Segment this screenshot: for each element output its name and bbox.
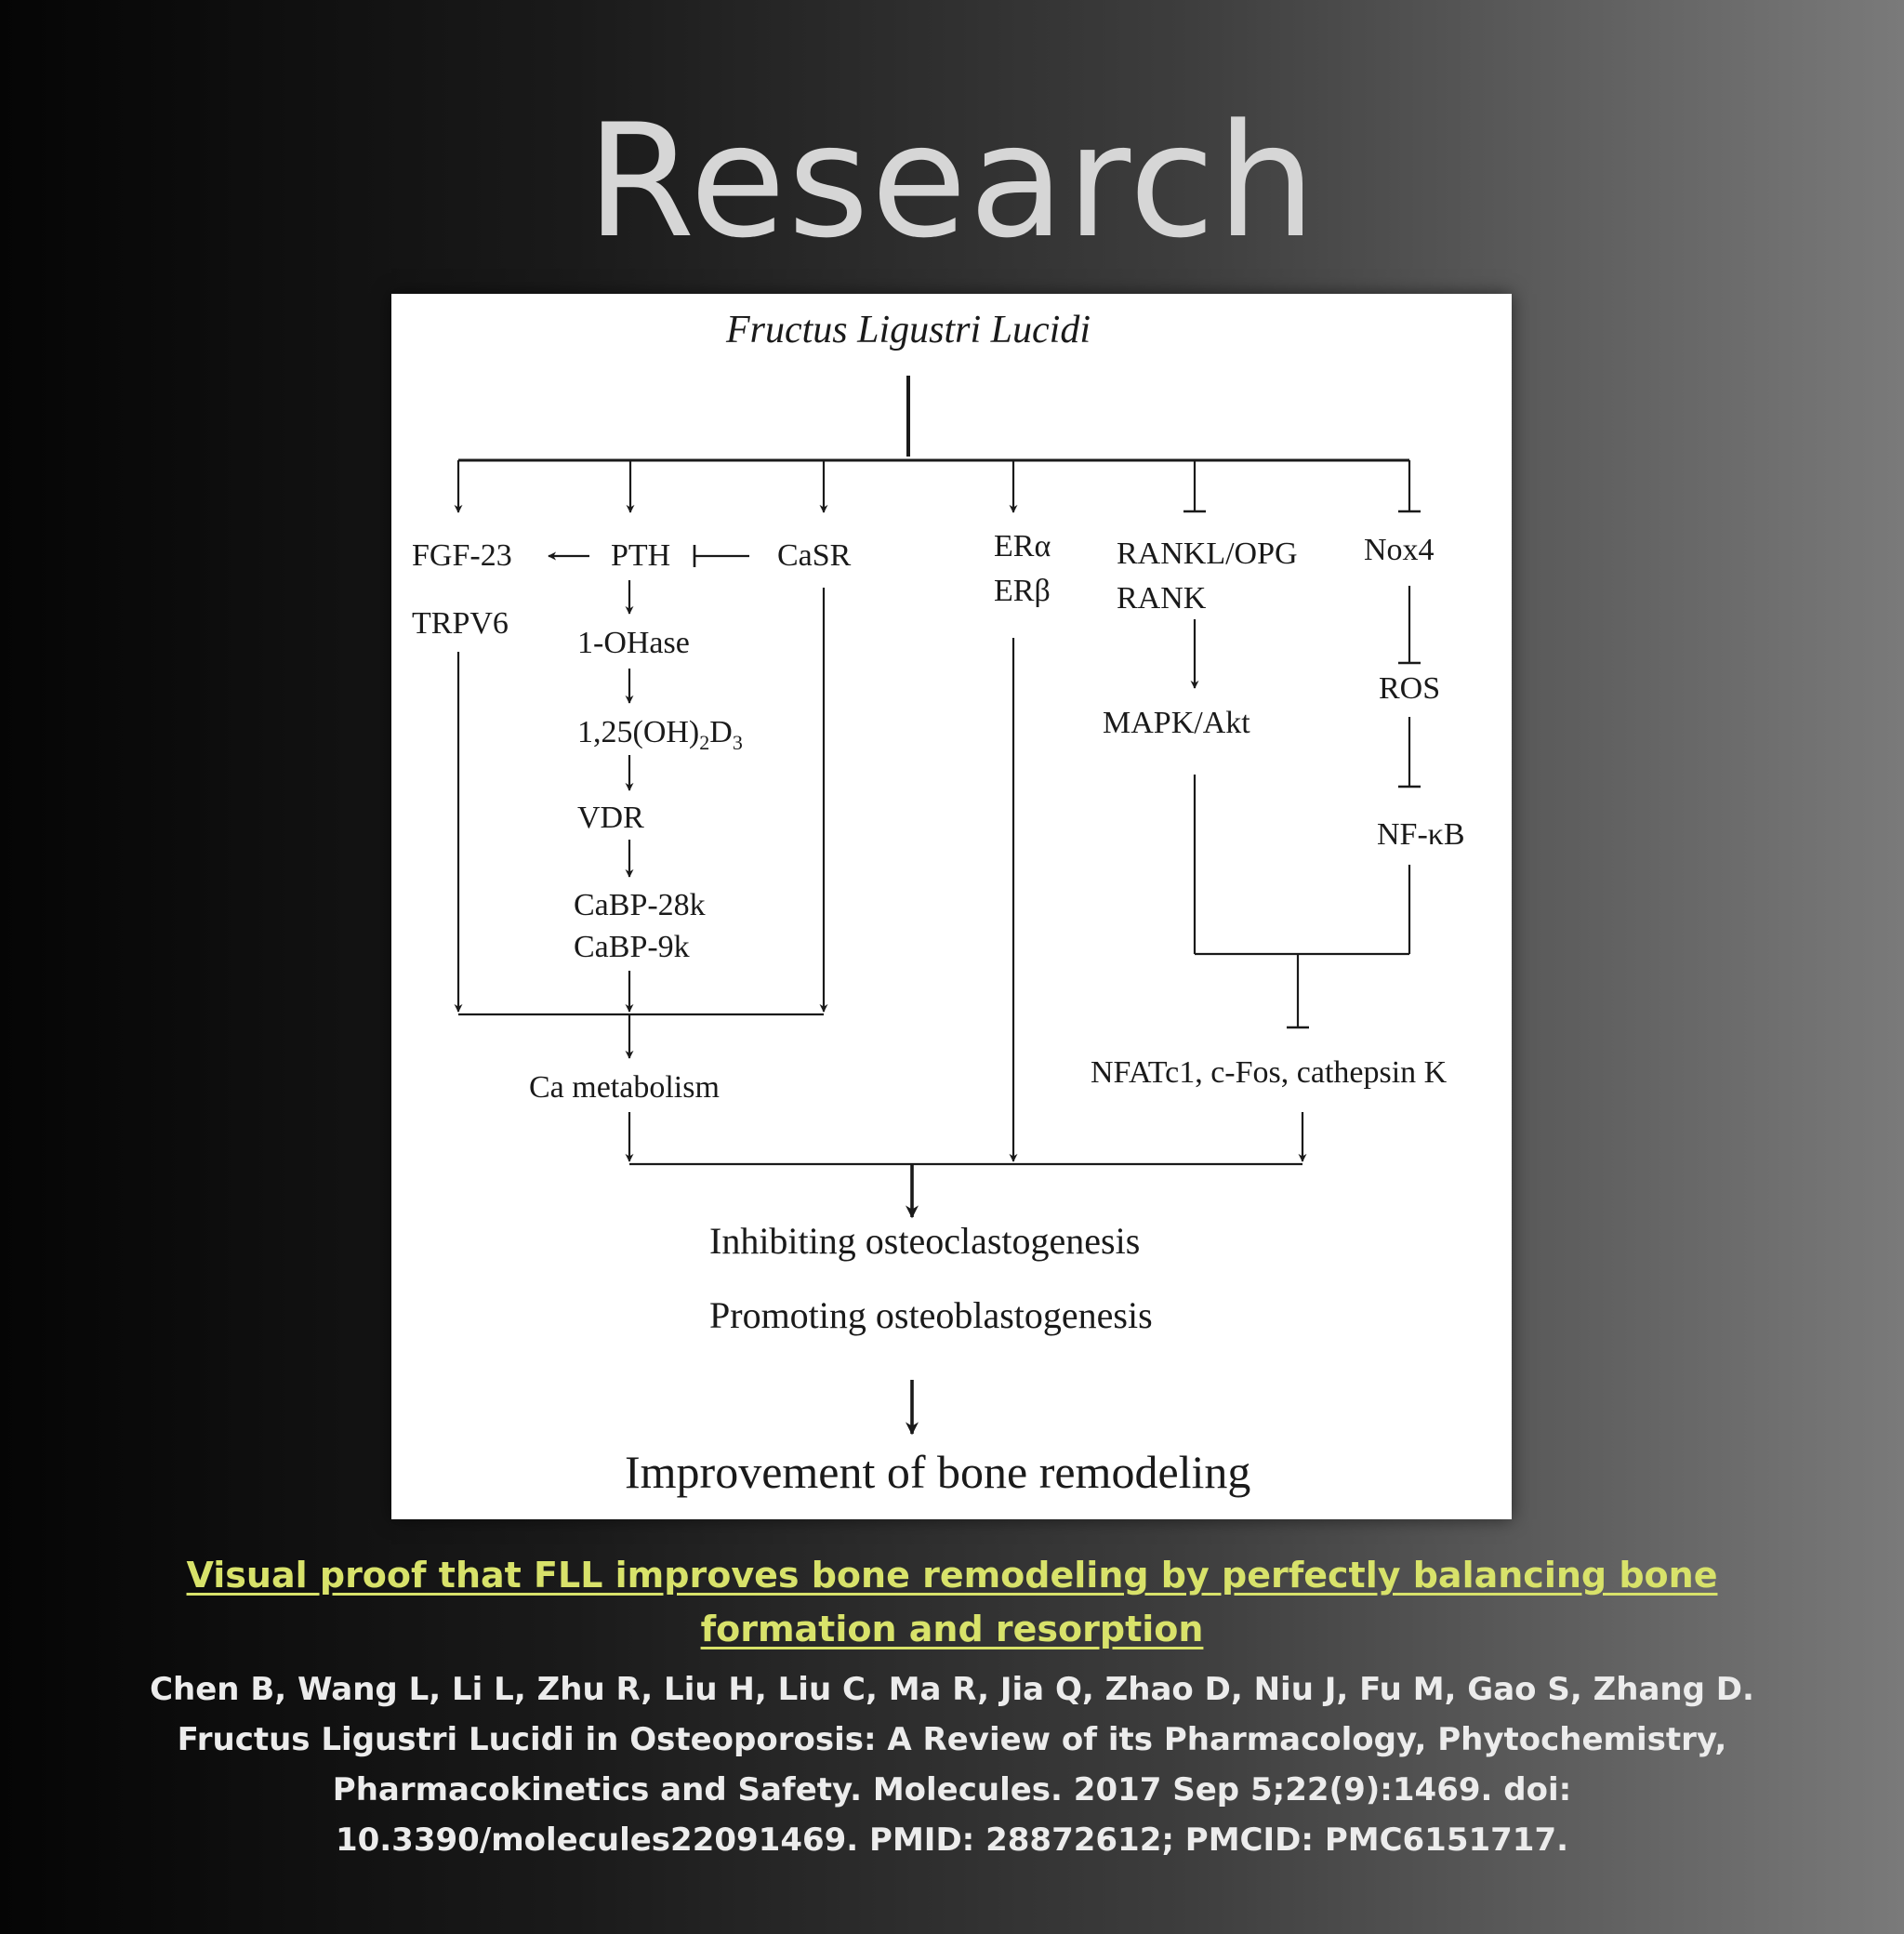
ohase-label: 1-OHase bbox=[577, 626, 690, 660]
caption-link[interactable]: Visual proof that FLL improves bone remo… bbox=[186, 1555, 1718, 1649]
vitd-mid: D bbox=[709, 715, 733, 749]
cabp28k-label: CaBP-28k bbox=[574, 888, 706, 922]
citation-text: Chen B, Wang L, Li L, Zhu R, Liu H, Liu … bbox=[150, 1671, 1754, 1859]
pth-label: PTH bbox=[611, 538, 670, 573]
er-alpha-label: ERα bbox=[994, 529, 1051, 563]
casr-label: CaSR bbox=[777, 538, 852, 573]
nfkb-label: NF-κB bbox=[1377, 817, 1465, 852]
vdr-label: VDR bbox=[577, 801, 644, 835]
cabp9k-label: CaBP-9k bbox=[574, 930, 690, 964]
page-title: Research bbox=[586, 90, 1318, 272]
vitd-sub1: 2 bbox=[699, 731, 709, 754]
fgf23-label: FGF-23 bbox=[412, 538, 512, 573]
inhibit-label: Inhibiting osteoclastogenesis bbox=[709, 1220, 1140, 1262]
vitd-sub2: 3 bbox=[733, 731, 743, 754]
nfatc1-label: NFATc1, c-Fos, cathepsin K bbox=[1091, 1055, 1448, 1090]
diagram-canvas: Fructus Ligustri Lucidi FGF-23 TRPV6 PTH… bbox=[412, 309, 1465, 1498]
promote-label: Promoting osteoblastogenesis bbox=[709, 1294, 1153, 1336]
ros-label: ROS bbox=[1379, 671, 1440, 706]
rank-label: RANK bbox=[1117, 581, 1207, 616]
pathway-diagram: Fructus Ligustri Lucidi FGF-23 TRPV6 PTH… bbox=[391, 294, 1512, 1519]
er-beta-label: ERβ bbox=[994, 574, 1051, 608]
vitd-label: 1,25(OH)2D3 bbox=[577, 715, 743, 754]
nox4-label: Nox4 bbox=[1364, 533, 1435, 567]
vitd-main: 1,25(OH) bbox=[577, 715, 699, 749]
rankl-opg-label: RANKL/OPG bbox=[1117, 536, 1298, 571]
mapk-label: MAPK/Akt bbox=[1103, 706, 1250, 740]
trpv6-label: TRPV6 bbox=[412, 606, 509, 641]
root-label: Fructus Ligustri Lucidi bbox=[725, 309, 1091, 351]
ca-metabolism-label: Ca metabolism bbox=[529, 1070, 720, 1105]
outcome-label: Improvement of bone remodeling bbox=[625, 1446, 1250, 1498]
